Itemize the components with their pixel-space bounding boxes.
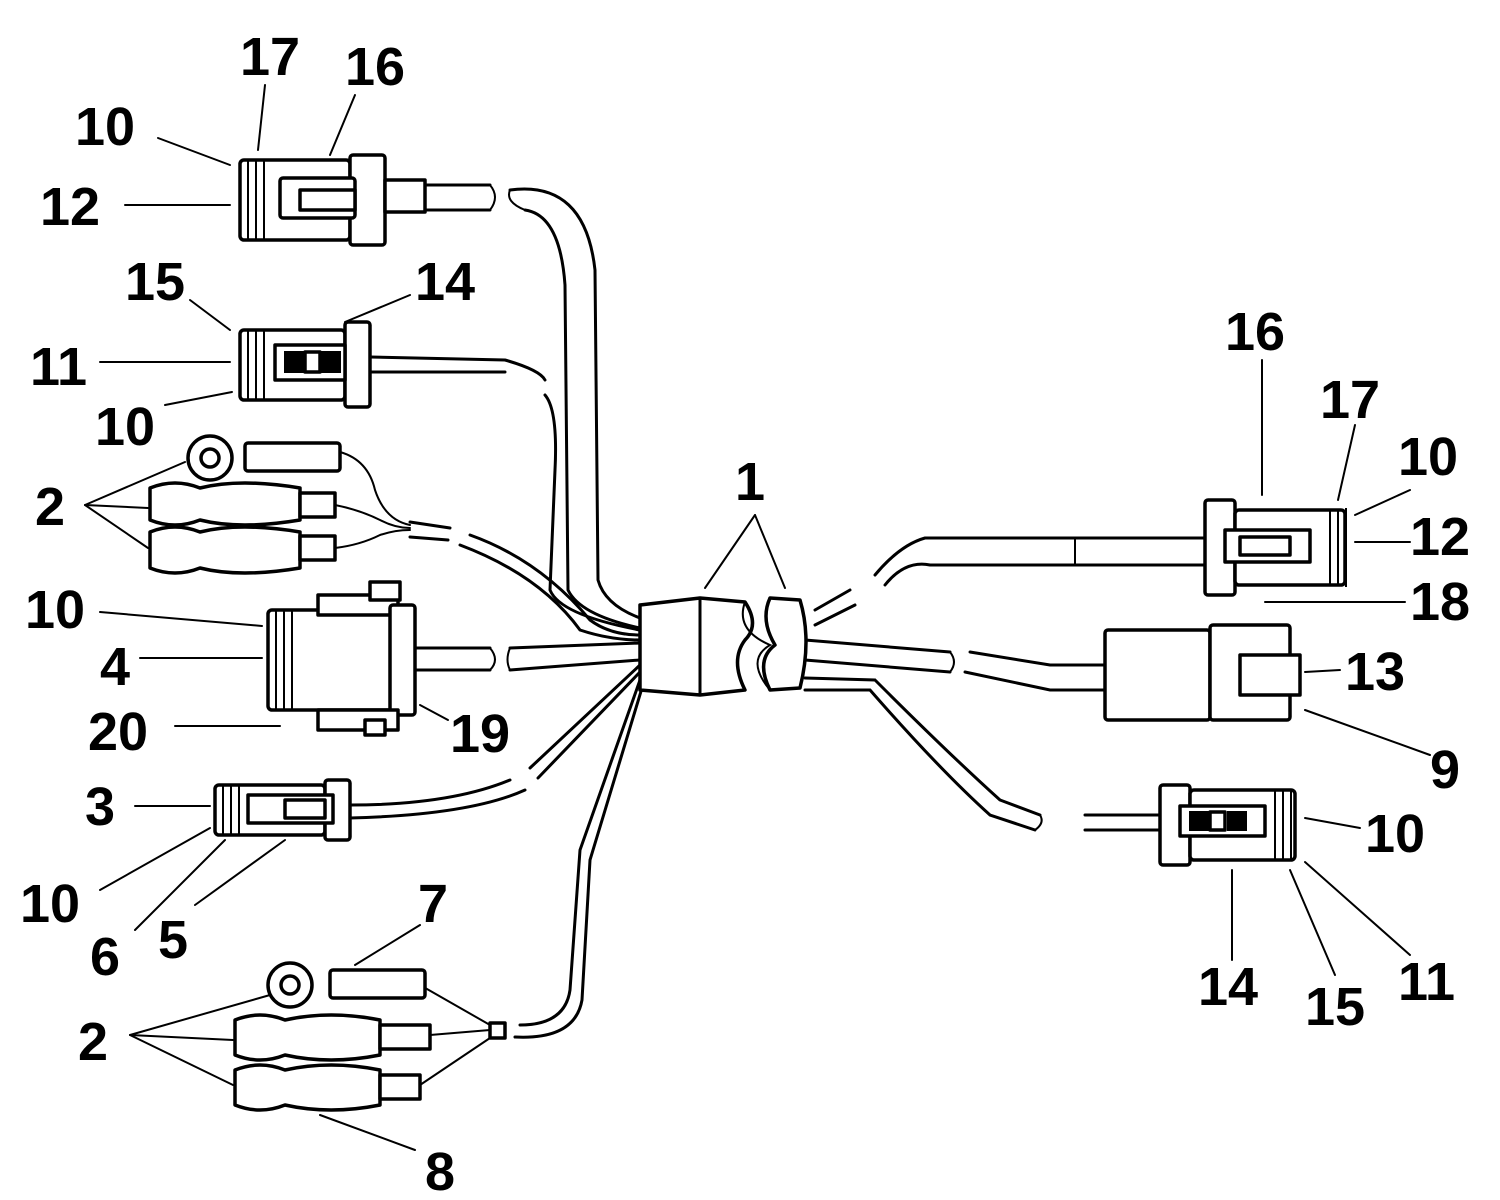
callout-17-right: 17: [1320, 370, 1380, 430]
connector-right-upper: [1203, 498, 1347, 597]
terminal-group-lower: [233, 961, 507, 1112]
callout-14-right: 14: [1198, 957, 1258, 1017]
callout-4: 4: [100, 637, 130, 697]
callout-18: 18: [1410, 572, 1470, 632]
callout-3: 3: [85, 777, 115, 837]
callout-15-right: 15: [1305, 977, 1365, 1037]
callout-10-connector4: 10: [25, 580, 85, 640]
callout-16-left: 16: [345, 37, 405, 97]
callout-16-right: 16: [1225, 302, 1285, 362]
callout-10-mid: 10: [95, 397, 155, 457]
callout-12-left: 12: [40, 177, 100, 237]
callout-8: 8: [425, 1142, 455, 1200]
callout-2-upper: 2: [35, 477, 65, 537]
terminal-group-upper: [148, 434, 342, 575]
connector-3: [213, 778, 352, 842]
callout-10-right: 10: [1398, 427, 1458, 487]
callout-10-connector3: 10: [20, 874, 80, 934]
callout-labels: 1 10 17 16 12 15 14 11 10 2 10 4 20 19 3…: [20, 27, 1470, 1200]
callout-19: 19: [450, 704, 510, 764]
connector-4: [266, 580, 417, 737]
callout-10-top: 10: [75, 97, 135, 157]
callout-17-left: 17: [240, 27, 300, 87]
callout-7: 7: [418, 874, 448, 934]
connector-second-left: [238, 320, 372, 409]
harness-wires: [334, 183, 1207, 1086]
callout-11-left: 11: [30, 337, 87, 397]
callout-11-right: 11: [1398, 952, 1455, 1012]
callout-13: 13: [1345, 642, 1405, 702]
callout-6: 6: [90, 927, 120, 987]
callout-12-right: 12: [1410, 507, 1470, 567]
connector-right-middle: [1103, 623, 1302, 722]
harness-grommet: [638, 596, 808, 697]
callout-2-lower: 2: [78, 1012, 108, 1072]
callout-20: 20: [88, 702, 148, 762]
callout-15-left: 15: [125, 252, 185, 312]
callout-1: 1: [735, 452, 765, 512]
callout-9: 9: [1430, 740, 1460, 800]
connector-right-lower: [1158, 783, 1297, 867]
connector-top-left: [238, 153, 427, 247]
callout-10-right-bottom: 10: [1365, 804, 1425, 864]
callout-14-left: 14: [415, 252, 475, 312]
leader-lines: [84, 84, 1431, 1151]
callout-5: 5: [158, 910, 188, 970]
